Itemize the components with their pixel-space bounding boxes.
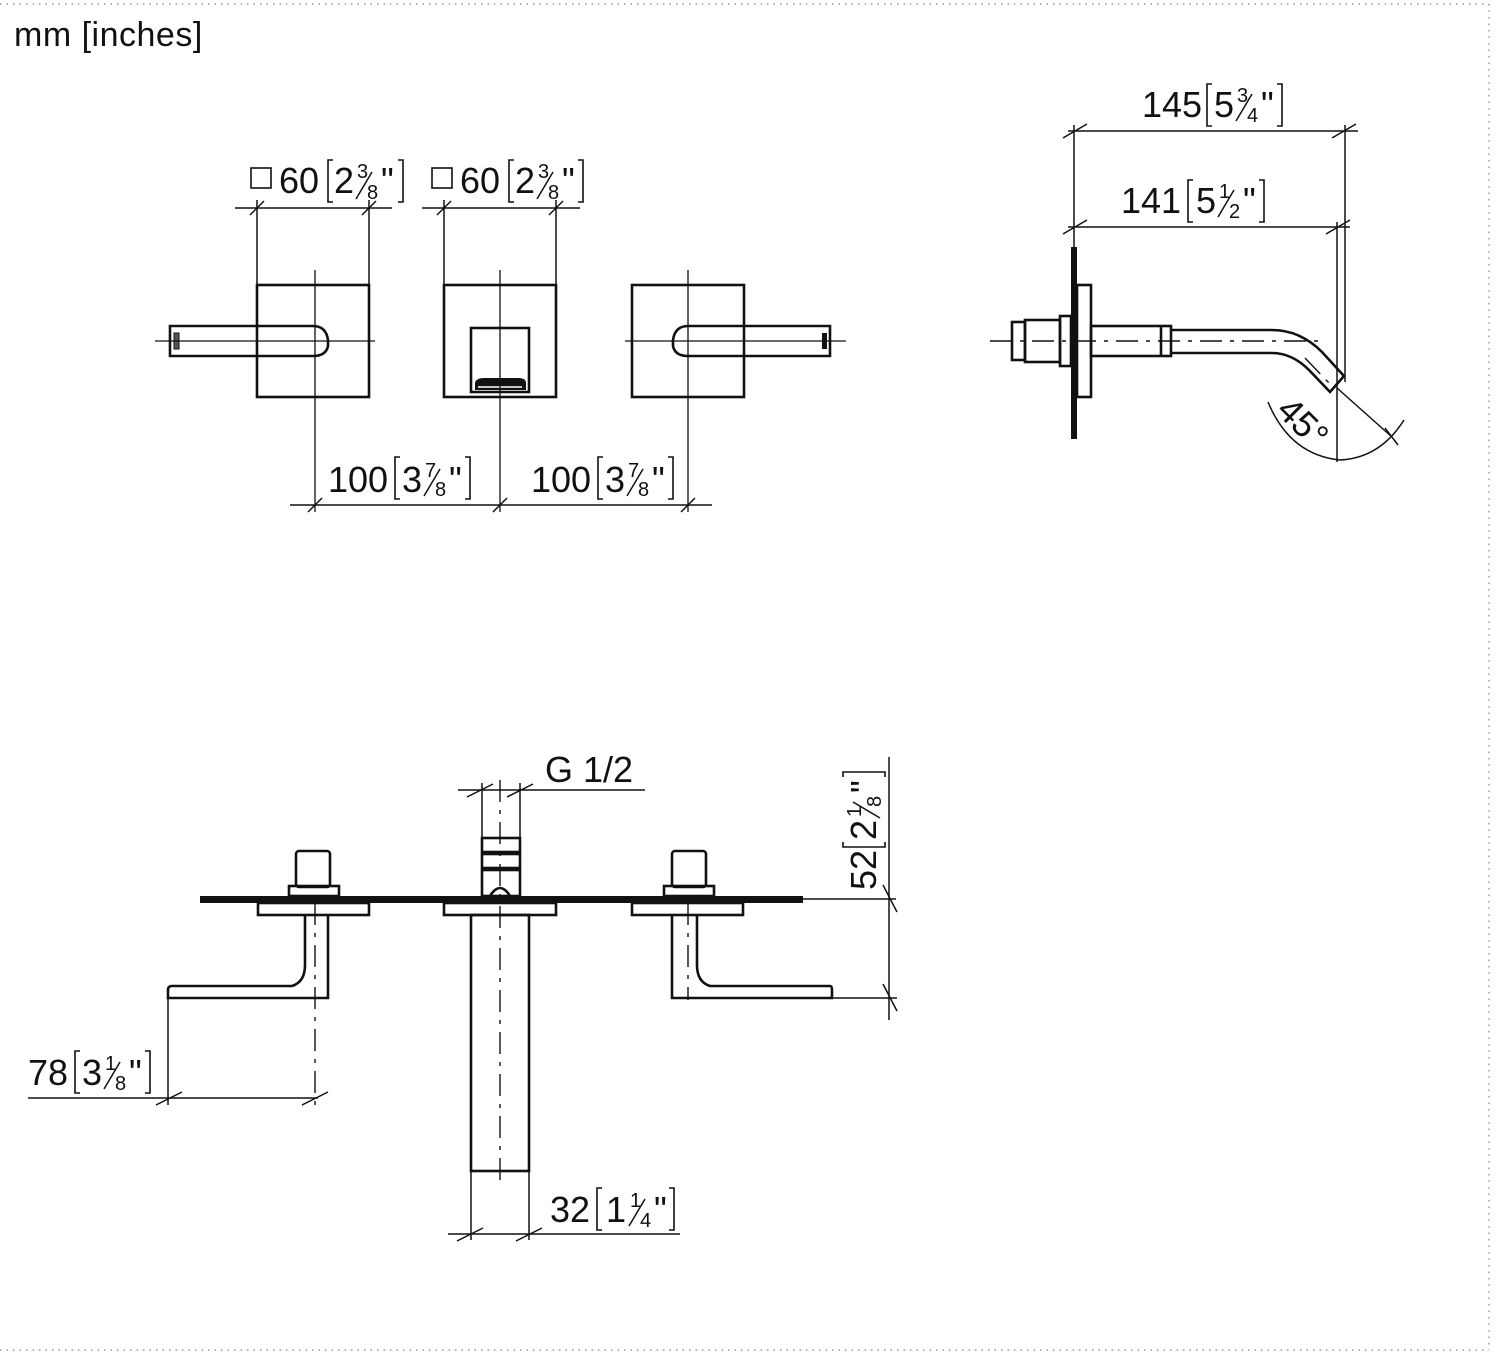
svg-text:": " [381, 160, 394, 201]
dim-spout-projection-141: 141 5 1 2 " [1121, 179, 1265, 223]
svg-text:60: 60 [279, 160, 319, 201]
svg-text:100: 100 [328, 459, 388, 500]
sheet-border [0, 3, 1490, 1351]
svg-text:3: 3 [538, 161, 549, 183]
wall-line [200, 896, 803, 903]
dim-spout-diameter-32: 32 1 1 4 " [550, 1187, 675, 1232]
left-lever-top [166, 915, 330, 1000]
svg-text:2: 2 [515, 160, 535, 201]
svg-text:3: 3 [605, 459, 625, 500]
svg-text:": " [654, 1189, 667, 1230]
svg-text:7: 7 [425, 460, 436, 482]
svg-text:100: 100 [531, 459, 591, 500]
svg-text:3: 3 [82, 1052, 102, 1093]
dim-left-spacing-100: 100 3 7 8 " [328, 456, 471, 501]
dim-right-spacing-100: 100 3 7 8 " [531, 456, 674, 501]
svg-text:4: 4 [1247, 105, 1258, 127]
svg-text:8: 8 [548, 182, 559, 204]
svg-text:": " [843, 780, 884, 793]
side-view [990, 123, 1405, 462]
svg-text:145: 145 [1142, 84, 1202, 125]
svg-text:32: 32 [550, 1189, 590, 1230]
right-lever-handle [671, 324, 832, 358]
svg-text:52: 52 [843, 850, 884, 890]
svg-text:8: 8 [864, 796, 886, 807]
svg-text:8: 8 [367, 182, 378, 204]
svg-text:2: 2 [843, 820, 884, 840]
svg-text:8: 8 [435, 479, 446, 501]
svg-text:7: 7 [628, 460, 639, 482]
svg-text:3: 3 [357, 161, 368, 183]
svg-text:": " [562, 160, 575, 201]
svg-text:": " [1261, 84, 1274, 125]
svg-text:1: 1 [844, 806, 866, 817]
svg-text:1: 1 [630, 1190, 641, 1212]
dim-handle-height-52: 52 2 1 8 " [842, 771, 886, 890]
svg-text:": " [1243, 180, 1256, 221]
thread-label: G 1/2 [545, 749, 633, 790]
svg-text:78: 78 [28, 1052, 68, 1093]
right-lever-top [670, 915, 834, 1000]
top-view [28, 757, 898, 1242]
svg-text:2: 2 [334, 160, 354, 201]
svg-text:2: 2 [1229, 201, 1240, 223]
svg-text:": " [449, 459, 462, 500]
svg-text:": " [652, 459, 665, 500]
valve-collar [1058, 314, 1073, 368]
dim-handle-reach-78: 78 3 1 8 " [28, 1050, 151, 1095]
left-lever-handle [168, 324, 330, 358]
svg-text:5: 5 [1196, 180, 1216, 221]
svg-text:3: 3 [1237, 85, 1248, 107]
svg-text:5: 5 [1214, 84, 1234, 125]
svg-text:1: 1 [1219, 181, 1230, 203]
dim-left-60: 60 2 3 8 " [250, 159, 404, 204]
svg-text:": " [129, 1052, 142, 1093]
svg-text:8: 8 [115, 1073, 126, 1095]
svg-text:1: 1 [606, 1189, 626, 1230]
svg-text:8: 8 [638, 479, 649, 501]
angle-label: 45° [1269, 389, 1336, 456]
svg-text:4: 4 [640, 1210, 651, 1232]
spout-arm [1171, 328, 1346, 394]
front-view [155, 200, 846, 513]
wall-plate [1071, 247, 1077, 439]
svg-text:3: 3 [402, 459, 422, 500]
dim-total-projection-145: 145 5 3 4 " [1142, 83, 1283, 127]
dim-spout-60: 60 2 3 8 " [431, 159, 584, 204]
svg-text:60: 60 [460, 160, 500, 201]
svg-text:1: 1 [105, 1053, 116, 1075]
units-label: mm [inches] [14, 16, 203, 54]
svg-text:141: 141 [1121, 180, 1181, 221]
